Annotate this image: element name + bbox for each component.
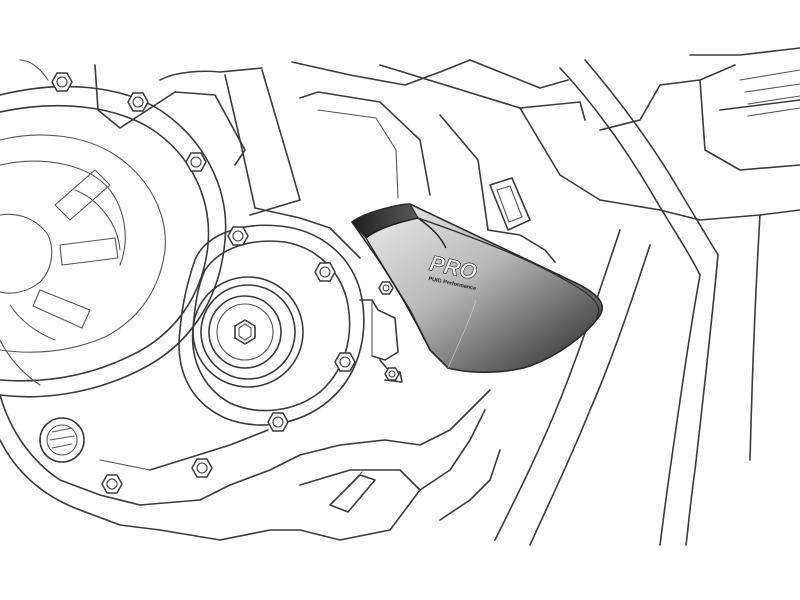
bolt-3 <box>185 152 207 172</box>
bolt-7 <box>267 412 289 432</box>
frame-tubes <box>494 47 800 546</box>
engine-lower-case <box>0 389 501 541</box>
oil-sight-glass <box>39 417 85 463</box>
bolt-4 <box>227 226 249 246</box>
generator-cover <box>178 224 403 426</box>
bolt-5 <box>314 262 336 282</box>
frame-bracket <box>487 177 556 263</box>
bolt-10 <box>384 367 400 381</box>
bolt-8 <box>191 458 213 478</box>
engine-upper-lines <box>94 59 601 259</box>
bolts <box>51 72 400 494</box>
bolt-9 <box>101 474 123 494</box>
bolt-2 <box>127 92 149 112</box>
clutch-cover <box>0 59 227 398</box>
slider-logo: PRO PUIG Performance <box>427 250 479 292</box>
frame-slider: PRO PUIG Performance <box>350 203 604 374</box>
bolt-1 <box>51 72 73 92</box>
bolt-11 <box>378 281 394 295</box>
bolt-6 <box>334 352 356 372</box>
